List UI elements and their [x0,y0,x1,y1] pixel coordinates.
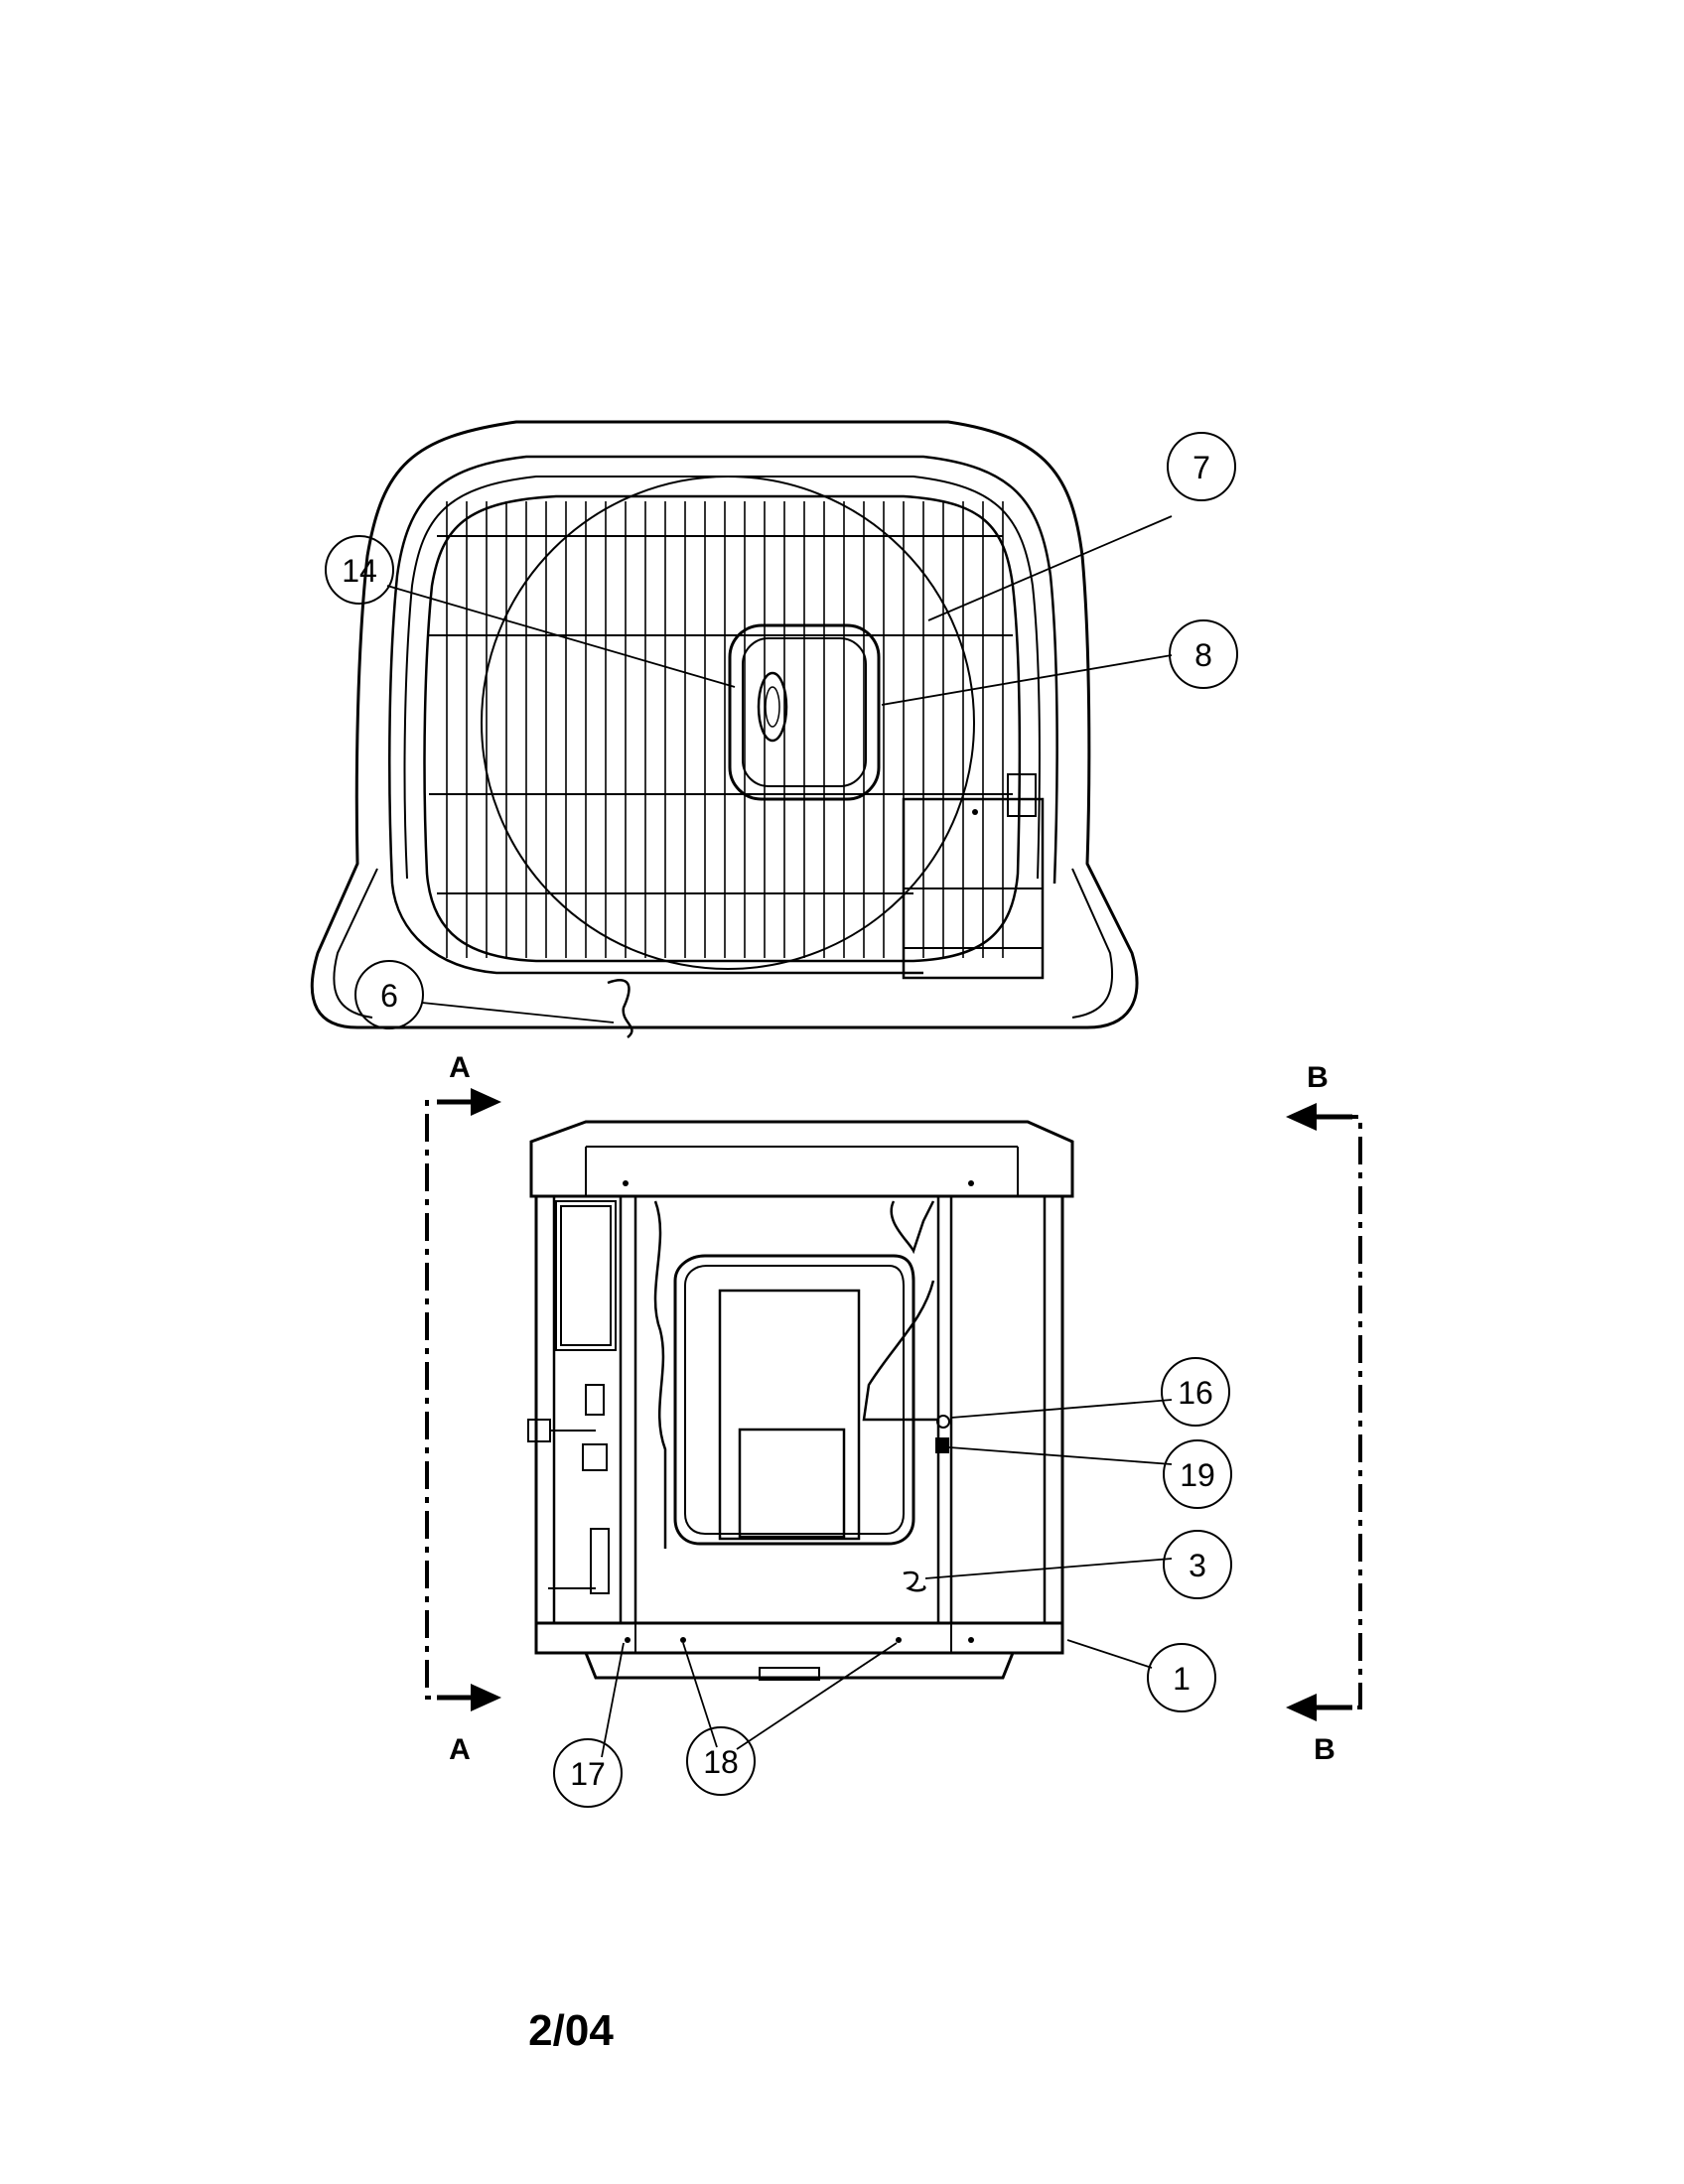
arrow-b-top-icon [1286,1103,1317,1131]
arrow-b-bottom-icon [1286,1694,1317,1721]
callout-16: 16 [1161,1357,1230,1427]
callout-7: 7 [1167,432,1236,501]
callout-17-label: 17 [570,1756,606,1792]
section-label-a-bottom: A [449,1733,471,1766]
callout-19-label: 19 [1180,1457,1215,1493]
arrow-a-top-icon [471,1088,501,1116]
callout-6-label: 6 [380,978,398,1014]
section-label-a-top: A [449,1051,471,1084]
motor-cover [728,623,881,801]
section-b [1286,1103,1362,1721]
callout-1: 1 [1147,1643,1216,1712]
section-a [425,1088,501,1711]
callout-14: 14 [325,535,394,605]
callout-16-label: 16 [1178,1375,1213,1411]
callout-19: 19 [1163,1439,1232,1509]
arrow-a-bottom-icon [471,1684,501,1711]
callout-3-label: 3 [1189,1548,1206,1583]
callout-8: 8 [1169,619,1238,689]
callout-18: 18 [686,1726,756,1796]
leader-lines [386,515,1173,1758]
callout-6: 6 [354,960,424,1029]
callout-18-label: 18 [703,1744,739,1780]
fan-grille [446,501,1004,958]
date-code: 2/04 [528,2006,614,2055]
top-view [310,420,1139,1038]
callout-1-label: 1 [1173,1661,1191,1697]
callout-8-label: 8 [1194,637,1212,673]
section-label-b-bottom: B [1314,1733,1335,1766]
callout-7-label: 7 [1193,450,1210,485]
logo-badge [757,671,788,743]
callout-14-label: 14 [342,553,377,589]
front-view [527,1120,1074,1681]
callout-17: 17 [553,1738,623,1808]
section-label-b-top: B [1307,1061,1329,1094]
callout-3: 3 [1163,1530,1232,1599]
